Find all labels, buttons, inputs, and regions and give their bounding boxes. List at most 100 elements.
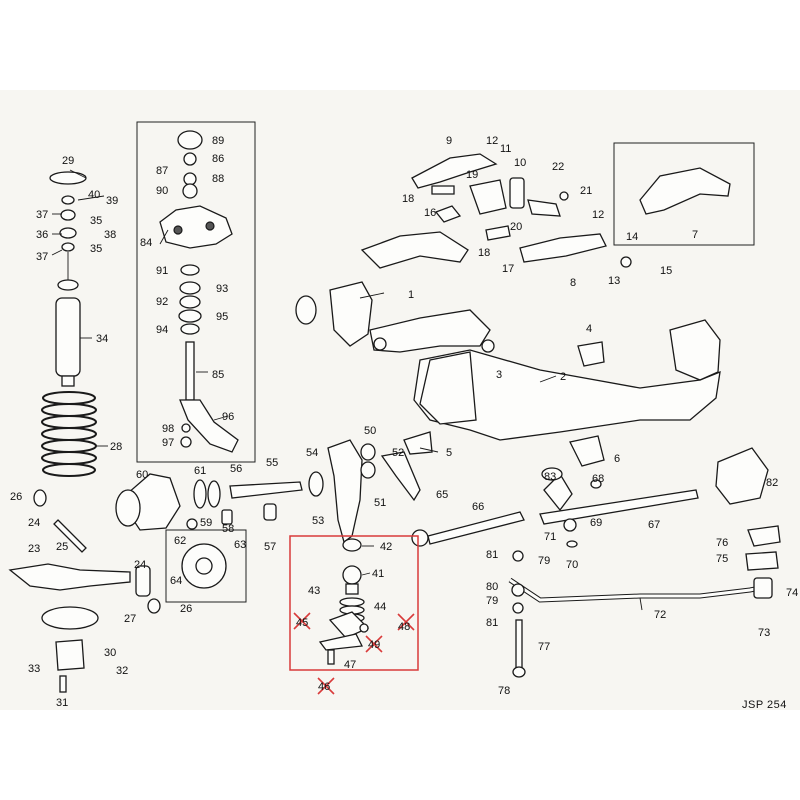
part-label-84: 84 <box>140 237 152 249</box>
part-label-96: 96 <box>222 411 234 423</box>
part-label-34: 34 <box>96 333 108 345</box>
part-label-59: 59 <box>200 517 212 529</box>
part-label-78: 78 <box>498 685 510 697</box>
part-label-51: 51 <box>374 497 386 509</box>
part-label-25: 25 <box>56 541 68 553</box>
part-label-7: 7 <box>692 229 698 241</box>
part-label-50: 50 <box>364 425 376 437</box>
part-label-98: 98 <box>162 423 174 435</box>
part-label-30: 30 <box>104 647 116 659</box>
part-label-69: 69 <box>590 517 602 529</box>
part-label-1: 1 <box>408 289 414 301</box>
part-label-63: 63 <box>234 539 246 551</box>
part-label-81b: 81 <box>486 617 498 629</box>
part-label-6: 6 <box>614 453 620 465</box>
part-label-79b: 79 <box>486 595 498 607</box>
part-label-4: 4 <box>586 323 592 335</box>
part-label-12b: 12 <box>592 209 604 221</box>
part-label-70: 70 <box>566 559 578 571</box>
spring-damper-assembly <box>41 171 97 477</box>
part-label-80: 80 <box>486 581 498 593</box>
lower-arm-assembly <box>8 489 161 693</box>
part-label-75: 75 <box>716 553 728 565</box>
part-label-74: 74 <box>786 587 798 599</box>
lower-ball-joint-assembly <box>318 538 370 665</box>
drawing-reference: JSP 254 <box>742 699 787 711</box>
part-label-89: 89 <box>212 135 224 147</box>
part-label-27: 27 <box>124 613 136 625</box>
crossmember <box>403 319 721 467</box>
part-label-38: 38 <box>104 229 116 241</box>
upper-wishbone-and-hub <box>295 231 495 353</box>
part-label-42: 42 <box>380 541 392 553</box>
part-label-93: 93 <box>216 283 228 295</box>
part-label-36: 36 <box>36 229 48 241</box>
part-label-26a: 26 <box>10 491 22 503</box>
part-label-29: 29 <box>62 155 74 167</box>
steering-linkage-parts <box>411 153 632 268</box>
part-label-47: 47 <box>344 659 356 671</box>
part-label-24b: 24 <box>134 559 146 571</box>
part-label-90: 90 <box>156 185 168 197</box>
part-label-11: 11 <box>500 143 511 155</box>
part-label-33: 33 <box>28 663 40 675</box>
part-label-28: 28 <box>110 441 122 453</box>
part-label-79a: 79 <box>538 555 550 567</box>
part-label-83: 83 <box>544 471 556 483</box>
part-label-31: 31 <box>56 697 68 709</box>
upper-arm-detail <box>639 167 731 215</box>
part-label-53: 53 <box>312 515 324 527</box>
part-number-labels: 1 2 3 4 5 6 7 8 9 10 11 12 12 13 14 15 1… <box>10 135 798 709</box>
part-label-91: 91 <box>156 265 168 277</box>
part-label-32: 32 <box>116 665 128 677</box>
part-label-66: 66 <box>472 501 484 513</box>
part-label-95: 95 <box>216 311 228 323</box>
part-label-58: 58 <box>222 523 234 535</box>
part-label-45: 45 <box>296 617 308 629</box>
part-label-39: 39 <box>106 195 118 207</box>
part-label-55: 55 <box>266 457 278 469</box>
leader-lines <box>51 169 643 611</box>
part-label-52: 52 <box>392 447 404 459</box>
part-label-60: 60 <box>136 469 148 481</box>
part-label-37b: 37 <box>36 251 48 263</box>
part-label-46: 46 <box>318 681 330 693</box>
part-label-18a: 18 <box>402 193 414 205</box>
part-label-82: 82 <box>766 477 778 489</box>
part-label-56: 56 <box>230 463 242 475</box>
part-label-43: 43 <box>308 585 320 597</box>
upper-arm-inset-box <box>613 142 755 246</box>
part-label-10: 10 <box>514 157 526 169</box>
part-label-61: 61 <box>194 465 206 477</box>
part-label-73: 73 <box>758 627 770 639</box>
part-label-15: 15 <box>660 265 672 277</box>
part-label-3: 3 <box>496 369 502 381</box>
part-label-68: 68 <box>592 473 604 485</box>
part-label-22: 22 <box>552 161 564 173</box>
part-label-17: 17 <box>502 263 514 275</box>
part-label-18b: 18 <box>478 247 490 259</box>
part-label-19: 19 <box>466 169 478 181</box>
highlighted-ball-joint-box <box>289 535 419 671</box>
part-label-57: 57 <box>264 541 276 553</box>
part-label-9: 9 <box>446 135 452 147</box>
part-label-49: 49 <box>368 639 380 651</box>
part-label-2: 2 <box>560 371 566 383</box>
part-label-81a: 81 <box>486 549 498 561</box>
upright-inset-box <box>136 121 256 463</box>
part-label-44: 44 <box>374 601 386 613</box>
part-label-64: 64 <box>170 575 182 587</box>
part-label-48: 48 <box>398 621 410 633</box>
part-label-76: 76 <box>716 537 728 549</box>
part-label-62: 62 <box>174 535 186 547</box>
part-label-54: 54 <box>306 447 318 459</box>
part-label-97: 97 <box>162 437 174 449</box>
part-label-5: 5 <box>446 447 452 459</box>
upright-components <box>159 130 239 453</box>
part-label-77: 77 <box>538 641 550 653</box>
part-label-67: 67 <box>648 519 660 531</box>
part-label-92: 92 <box>156 296 168 308</box>
part-label-94: 94 <box>156 324 168 336</box>
part-label-26b: 26 <box>180 603 192 615</box>
